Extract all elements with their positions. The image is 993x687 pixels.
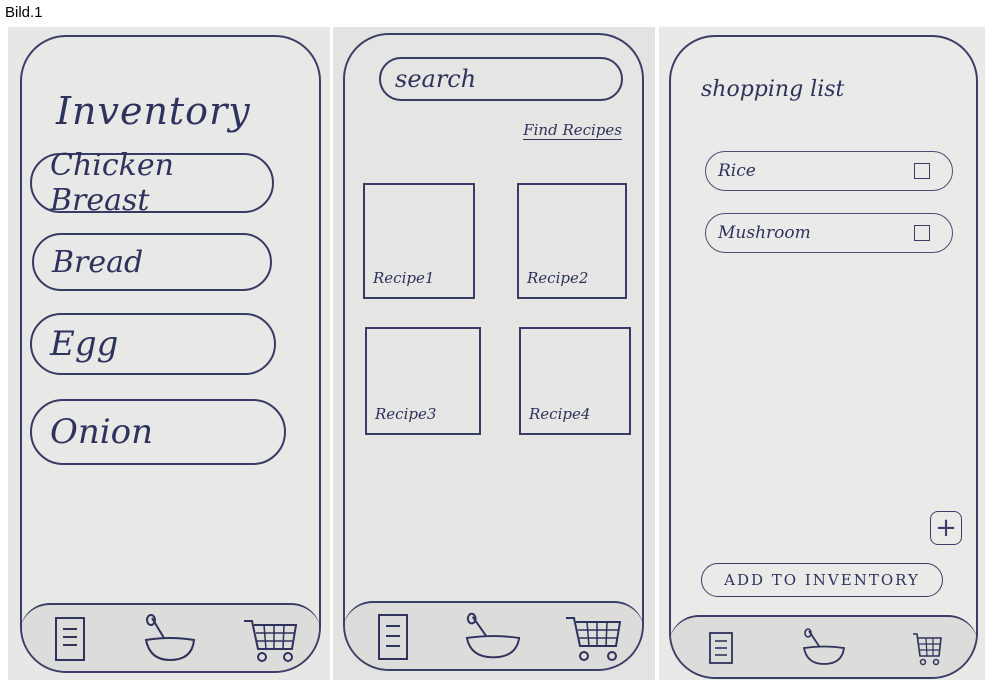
shopping-list-item[interactable]: Mushroom — [705, 213, 953, 253]
phone-frame: shopping list Rice Mushroom + ADD TO INV… — [669, 35, 978, 679]
inventory-item-label: Onion — [50, 412, 154, 452]
search-input-text: search — [395, 65, 477, 93]
inventory-sketch: Inventory Chicken Breast Bread Egg Onion — [8, 27, 330, 680]
add-to-inventory-button[interactable]: ADD TO INVENTORY — [701, 563, 943, 597]
shopping-item-label: Mushroom — [718, 223, 811, 243]
cart-icon — [912, 633, 942, 666]
inventory-item[interactable]: Bread — [32, 233, 272, 291]
tab-inventory[interactable] — [363, 612, 423, 662]
plus-icon: + — [935, 513, 957, 543]
recipe-card[interactable]: Recipe1 — [363, 183, 475, 299]
recipe-card[interactable]: Recipe3 — [365, 327, 481, 435]
phone-frame: Inventory Chicken Breast Bread Egg Onion — [20, 35, 321, 673]
item-checkbox[interactable] — [914, 163, 930, 179]
find-recipes-link[interactable]: Find Recipes — [523, 121, 622, 140]
shopping-item-label: Rice — [718, 161, 756, 181]
bowl-icon — [466, 612, 521, 659]
list-icon — [378, 614, 409, 660]
tab-recipes[interactable] — [463, 612, 523, 662]
tab-inventory[interactable] — [691, 623, 751, 673]
bottom-tab-bar — [22, 603, 319, 671]
inventory-item-label: Egg — [50, 324, 119, 364]
bowl-icon — [145, 614, 196, 662]
phone-frame: search Find Recipes Recipe1 Recipe2 Reci… — [343, 33, 644, 671]
recipe-card[interactable]: Recipe4 — [519, 327, 631, 435]
recipes-sketch: search Find Recipes Recipe1 Recipe2 Reci… — [333, 27, 655, 680]
bottom-tab-bar — [671, 615, 976, 677]
tab-recipes[interactable] — [794, 623, 854, 673]
recipe-card-label: Recipe3 — [375, 405, 437, 423]
inventory-item[interactable]: Egg — [30, 313, 276, 375]
recipe-card-label: Recipe2 — [527, 269, 589, 287]
shopping-list-sketch: shopping list Rice Mushroom + ADD TO INV… — [659, 27, 985, 680]
tab-shopping[interactable] — [564, 612, 624, 662]
inventory-item[interactable]: Onion — [30, 399, 286, 465]
cart-icon — [565, 617, 621, 661]
recipe-card-label: Recipe1 — [373, 269, 435, 287]
bowl-icon — [802, 628, 845, 665]
cart-icon — [243, 620, 297, 662]
figure-caption: Bild.1 — [5, 4, 43, 21]
page-title: Inventory — [56, 89, 251, 133]
recipe-card[interactable]: Recipe2 — [517, 183, 627, 299]
list-icon — [708, 632, 733, 664]
tab-inventory[interactable] — [40, 614, 100, 664]
inventory-item-label: Chicken Breast — [50, 148, 174, 218]
inventory-item[interactable]: Chicken Breast — [30, 148, 274, 218]
inventory-item-label: Bread — [52, 244, 144, 280]
list-icon — [55, 617, 86, 661]
page-title: shopping list — [701, 77, 845, 102]
tab-shopping[interactable] — [241, 614, 301, 664]
shopping-list-item[interactable]: Rice — [705, 151, 953, 191]
bottom-tab-bar — [345, 601, 642, 669]
recipe-card-label: Recipe4 — [529, 405, 591, 423]
search-input[interactable]: search — [379, 57, 623, 101]
tab-shopping[interactable] — [897, 623, 957, 673]
tab-recipes[interactable] — [140, 614, 200, 664]
item-checkbox[interactable] — [914, 225, 930, 241]
add-item-button[interactable]: + — [930, 511, 962, 545]
